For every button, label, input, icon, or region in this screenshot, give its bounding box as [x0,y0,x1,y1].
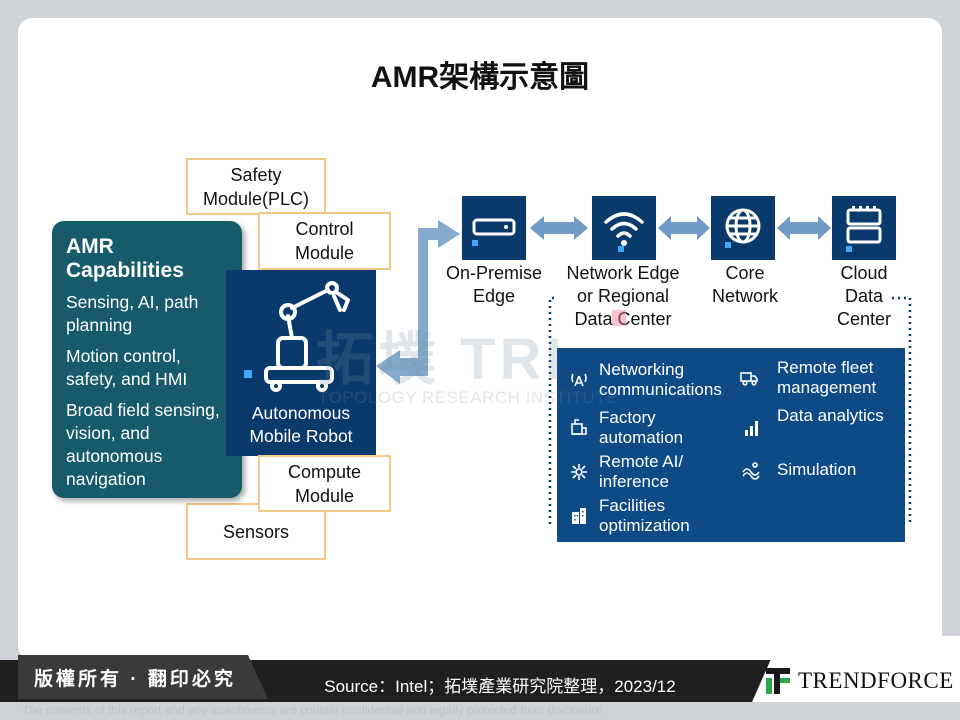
control-module-box: Control Module [258,212,391,270]
node-icon-box [592,196,656,260]
safety-module-label: Safety Module(PLC) [202,164,310,209]
robot-label: Autonomous Mobile Robot [249,403,353,446]
page-title: AMR架構示意圖 [370,61,590,94]
server-icon [472,218,516,246]
source-text: Source：Intel；拓墣產業研究院整理，2023/12 [324,677,676,696]
compute-module-label: Compute Module [287,461,362,506]
service-item: Factory automation [599,408,684,447]
robot-box: Autonomous Mobile Robot [226,270,376,456]
service-item: Simulation [777,460,857,479]
sensors-box: Sensors [186,503,326,560]
wifi-icon [604,212,644,252]
service-item: Remote fleet management [777,358,877,397]
simulation-icon [742,462,760,480]
service-item: Remote AI/ inference [599,452,684,491]
trendforce-logo-icon [766,668,790,694]
amr-capabilities-box: AMR Capabilities Sensing, AI, path plann… [52,221,242,498]
factory-icon [571,419,587,435]
service-item: Facilities optimization [599,496,690,535]
capabilities-title: AMR Capabilities [66,235,184,282]
capability-item: Broad field sensing, vision, and autonom… [66,400,220,489]
bar-chart-icon [745,421,758,436]
connector-arrow [376,220,460,384]
disclaimer-text: The contents of this report and any atta… [22,703,605,717]
node-label: Core Network [711,263,778,306]
truck-icon [740,372,758,386]
capability-item: Motion control, safety, and HMI [66,346,188,389]
node-icon-box [832,196,896,260]
accent-square [244,370,252,378]
robot-arm-icon [264,281,350,392]
capability-item: Sensing, AI, path planning [66,292,199,335]
brand-name: TRENDFORCE [798,668,954,693]
double-arrow [777,216,831,240]
service-item: Networking communications [599,360,722,399]
node-label: Network Edge or Regional Data Center [566,263,680,329]
globe-icon [725,208,761,248]
double-arrow [530,216,588,240]
highlight-mark [612,310,626,326]
safety-module-box: Safety Module(PLC) [186,158,326,215]
node-icon-box [462,196,526,260]
antenna-icon [571,373,587,387]
service-item: Data analytics [777,406,884,425]
node-icon-box [711,196,775,260]
copyright-badge: 版權所有 · 翻印必究 [18,655,268,699]
dotted-bracket [548,296,912,524]
node-label: Cloud Data Center [836,263,892,329]
datacenter-icon [846,206,882,252]
double-arrow [658,216,710,240]
node-label: On-Premise Edge [445,263,543,306]
compute-module-box: Compute Module [258,455,391,512]
control-module-label: Control Module [294,219,355,263]
ai-icon [571,464,587,480]
services-panel: Networking communications Factory automa… [557,348,905,542]
sensors-label: Sensors [222,521,290,542]
building-icon [572,508,586,524]
